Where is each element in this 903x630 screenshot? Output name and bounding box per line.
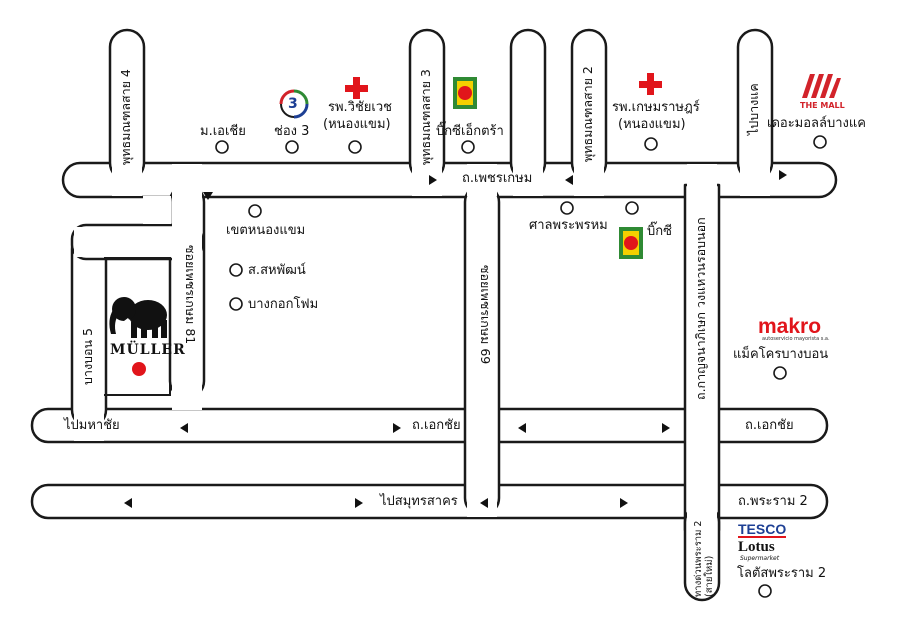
road-label-ekkachai-mid: ถ.เอกชัย xyxy=(412,418,461,433)
place-sala-phra-phrom: ศาลพระพรหม xyxy=(529,218,608,233)
muller-location-dot xyxy=(132,362,146,376)
elephant-logo-icon xyxy=(109,297,167,338)
place-vichaivej-line2: (หนองแขม) xyxy=(323,117,391,132)
the-mall-logo-text: THE MALL xyxy=(800,101,845,110)
place-bigc: บิ๊กซี xyxy=(647,224,672,239)
place-nong-khaem: เขตหนองแขม xyxy=(226,223,306,238)
hospital-icons xyxy=(345,73,662,99)
place-kasemrad-line1: รพ.เกษมราษฎร์ xyxy=(612,100,700,115)
place-vichaivej-line1: รพ.วิชัยเวช xyxy=(328,100,392,115)
lotus-logo-sub: Supermarket xyxy=(740,555,780,562)
muller-logo: MÜLLER xyxy=(110,342,186,358)
lotus-logo: Lotus xyxy=(738,539,775,555)
place-the-mall: เดอะมอลล์บางแค xyxy=(767,116,866,131)
road-label-bangbon5: บางบอน 5 xyxy=(80,328,95,385)
bigc-extra-logo-icon xyxy=(453,77,477,109)
road-label-rama2-side: ทางด่วนพระราม 2 (สายใหม่) xyxy=(693,520,715,597)
makro-logo: makro xyxy=(758,315,822,338)
place-bigc-extra: บิ๊กซีเอ็กตร้า xyxy=(436,124,504,139)
place-bangkok-foam: บางกอกโฟม xyxy=(248,297,319,312)
ch3-logo-number: 3 xyxy=(288,96,298,112)
road-rama2 xyxy=(30,483,829,520)
road-label-phuttha4: พุทธมณฑลสาย 4 xyxy=(118,69,133,165)
road-label-soi69: ซอยเพชรเกษม 69 xyxy=(478,265,493,365)
road-phetkasem xyxy=(61,161,838,199)
place-ch3: ช่อง 3 xyxy=(274,124,310,139)
place-markers xyxy=(215,135,827,598)
road-label-phuttha3: พุทธมณฑลสาย 3 xyxy=(418,69,433,165)
road-label-bang-khae: ไปบางแค xyxy=(746,83,761,135)
road-label-ekkachai-east: ถ.เอกชัย xyxy=(745,418,794,433)
road-label-ekkachai-west: ไปมหาชัย xyxy=(64,418,120,433)
road-label-kanchana: ถ.กาญจนาภิเษก วงแหวนรอบนอก xyxy=(693,217,708,400)
ch3-logo-icon xyxy=(279,89,309,119)
direction-arrows xyxy=(124,170,787,508)
makro-logo-sub: autoservicio mayorista s.a. xyxy=(762,336,830,342)
road-bigc-extra xyxy=(509,28,547,182)
road-label-rama2-east: ถ.พระราม 2 xyxy=(738,494,808,509)
place-kasemrad-line2: (หนองแขม) xyxy=(618,117,686,132)
tesco-logo: TESCO xyxy=(738,521,787,538)
place-lotus-rama2: โลตัสพระราม 2 xyxy=(737,566,827,581)
place-makro: แม็คโครบางบอน xyxy=(733,347,829,362)
place-sahaphat: ส.สหพัฒน์ xyxy=(248,263,306,278)
road-label-rama2-west: ไปสมุทรสาคร xyxy=(380,494,458,509)
road-label-phuttha2: พุทธมณฑลสาย 2 xyxy=(580,66,595,162)
bigc-logo-icon xyxy=(619,227,643,259)
the-mall-logo-icon xyxy=(802,74,841,98)
place-m-asia: ม.เอเชีย xyxy=(200,124,246,139)
road-label-soi81: ซอยเพชรเกษม 81 xyxy=(183,245,198,345)
road-ekkachai xyxy=(30,407,829,444)
road-label-phetkasem: ถ.เพชรเกษม xyxy=(462,171,533,186)
